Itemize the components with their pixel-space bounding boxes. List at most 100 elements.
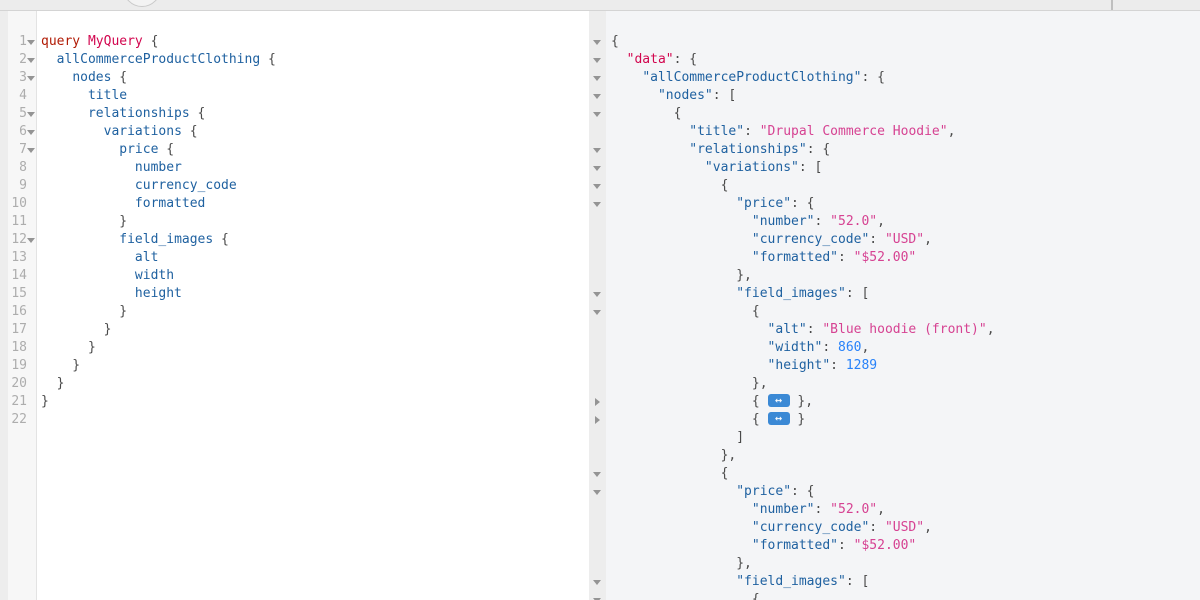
fold-open-arrow-icon[interactable] <box>593 202 601 207</box>
fold-gutter-row <box>589 591 606 600</box>
code-line[interactable]: alt <box>41 249 589 267</box>
token: "52.0" <box>830 502 878 517</box>
fold-gutter-row <box>589 519 606 537</box>
fold-gutter-row <box>589 123 606 141</box>
token: : { <box>673 52 698 67</box>
code-line[interactable]: nodes { <box>41 69 589 87</box>
line-number: 1 <box>19 34 27 49</box>
fold-open-arrow-icon[interactable] <box>27 112 35 117</box>
gutter-row: 11 <box>8 213 36 231</box>
fold-open-arrow-icon[interactable] <box>593 184 601 189</box>
token: { <box>611 412 768 427</box>
fold-open-arrow-icon[interactable] <box>27 58 35 63</box>
token: , <box>877 502 885 517</box>
token: : { <box>806 142 831 157</box>
fold-open-arrow-icon[interactable] <box>27 148 35 153</box>
token: : [ <box>845 574 870 589</box>
token: "currency_code" <box>751 232 870 247</box>
code-line[interactable]: } <box>41 357 589 375</box>
token: { <box>158 142 175 157</box>
code-line[interactable]: query MyQuery { <box>41 33 589 51</box>
token: "price" <box>736 196 792 211</box>
code-line[interactable]: } <box>41 303 589 321</box>
fold-open-arrow-icon[interactable] <box>27 238 35 243</box>
expand-collapsed-object-button[interactable]: ↔ <box>767 412 790 425</box>
code-line[interactable]: formatted <box>41 195 589 213</box>
token: : [ <box>712 88 737 103</box>
code-line[interactable]: title <box>41 87 589 105</box>
gutter-row: 12 <box>8 231 36 249</box>
fold-open-arrow-icon[interactable] <box>593 166 601 171</box>
expand-collapsed-object-button[interactable]: ↔ <box>767 394 790 407</box>
fold-open-arrow-icon[interactable] <box>593 112 601 117</box>
code-line[interactable]: } <box>41 375 589 393</box>
fold-gutter-row <box>589 105 606 123</box>
token <box>41 70 72 85</box>
token: { <box>611 592 760 600</box>
fold-collapsed-arrow-icon[interactable] <box>595 416 600 424</box>
fold-open-arrow-icon[interactable] <box>593 58 601 63</box>
code-line[interactable]: number <box>41 159 589 177</box>
code-line: { <box>611 33 1200 51</box>
code-line[interactable]: variations { <box>41 123 589 141</box>
token: MyQuery <box>87 34 143 49</box>
fold-open-arrow-icon[interactable] <box>593 148 601 153</box>
code-line[interactable]: field_images { <box>41 231 589 249</box>
gutter-row: 8 <box>8 159 36 177</box>
token: { <box>611 304 760 319</box>
token: "data" <box>626 52 674 67</box>
fold-open-arrow-icon[interactable] <box>593 310 601 315</box>
line-number: 3 <box>19 70 27 85</box>
fold-open-arrow-icon[interactable] <box>27 130 35 135</box>
code-line[interactable]: price { <box>41 141 589 159</box>
fold-gutter-row <box>589 285 606 303</box>
execute-button[interactable] <box>123 0 161 7</box>
token <box>611 538 752 553</box>
fold-open-arrow-icon[interactable] <box>593 76 601 81</box>
token: "field_images" <box>736 574 846 589</box>
fold-open-arrow-icon[interactable] <box>27 40 35 45</box>
code-line: "width": 860, <box>611 339 1200 357</box>
token: : { <box>861 70 885 85</box>
code-line[interactable]: height <box>41 285 589 303</box>
token: , <box>877 214 885 229</box>
fold-open-arrow-icon[interactable] <box>593 292 601 297</box>
code-line[interactable]: relationships { <box>41 105 589 123</box>
fold-open-arrow-icon[interactable] <box>593 94 601 99</box>
fold-open-arrow-icon[interactable] <box>593 40 601 45</box>
token <box>611 574 736 589</box>
fold-open-arrow-icon[interactable] <box>593 490 601 495</box>
code-line[interactable]: } <box>41 321 589 339</box>
fold-open-arrow-icon[interactable] <box>27 76 35 81</box>
gutter-row: 5 <box>8 105 36 123</box>
token <box>41 142 119 157</box>
gutter-row: 10 <box>8 195 36 213</box>
gutter-row: 22 <box>8 411 36 429</box>
gutter-row: 6 <box>8 123 36 141</box>
query-code-area[interactable]: query MyQuery { allCommerceProductClothi… <box>37 11 589 429</box>
code-line[interactable]: currency_code <box>41 177 589 195</box>
token: "number" <box>751 502 815 517</box>
token: "formatted" <box>751 250 838 265</box>
gutter-row: 4 <box>8 87 36 105</box>
code-line[interactable]: } <box>41 213 589 231</box>
token: : <box>837 538 854 553</box>
code-line[interactable] <box>41 411 589 429</box>
fold-open-arrow-icon[interactable] <box>593 580 601 585</box>
token <box>611 250 752 265</box>
token: ] <box>611 430 745 445</box>
fold-open-arrow-icon[interactable] <box>593 472 601 477</box>
line-number: 16 <box>11 304 27 319</box>
code-line[interactable]: allCommerceProductClothing { <box>41 51 589 69</box>
line-number: 13 <box>11 250 27 265</box>
token: "allCommerceProductClothing" <box>642 70 862 85</box>
fold-gutter-row <box>589 177 606 195</box>
code-line[interactable]: width <box>41 267 589 285</box>
token <box>41 106 88 121</box>
code-line[interactable]: } <box>41 393 589 411</box>
fold-collapsed-arrow-icon[interactable] <box>595 398 600 406</box>
code-line[interactable]: } <box>41 339 589 357</box>
fold-open-arrow-icon[interactable] <box>593 598 601 600</box>
